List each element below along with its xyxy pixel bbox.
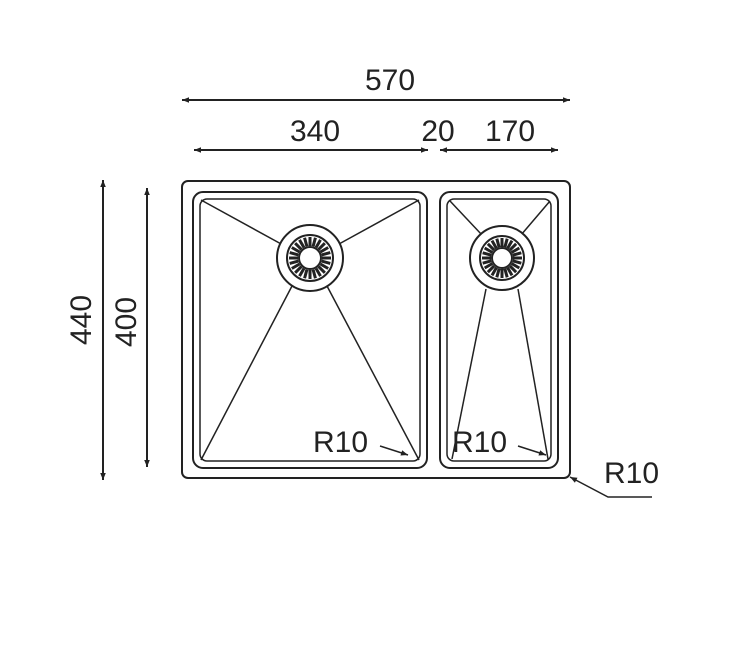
left-drain-icon [276, 224, 344, 292]
dimension-label-170: 170 [485, 115, 535, 148]
dimension-label-570: 570 [365, 64, 415, 97]
radius-callout-right: R10 [452, 426, 547, 459]
dimension-label-20: 20 [421, 115, 454, 148]
dimension-overall-width: 570 [182, 64, 570, 103]
left-bowl [192, 191, 428, 469]
dimension-label-440: 440 [65, 295, 98, 345]
dimension-right-bowl-width: 170 [440, 115, 558, 153]
sink-outer-outline [181, 180, 571, 479]
right-bowl [439, 191, 559, 469]
dimension-label-400: 400 [110, 297, 143, 347]
dimension-overall-depth: 440 [65, 180, 106, 480]
dimension-label-340: 340 [290, 115, 340, 148]
radius-callout-outer: R10 [569, 457, 659, 498]
radius-callout-left: R10 [313, 426, 409, 459]
svg-text:R10: R10 [604, 457, 659, 490]
right-drain-icon [469, 225, 535, 291]
svg-text:R10: R10 [452, 426, 507, 459]
svg-text:R10: R10 [313, 426, 368, 459]
dimension-left-bowl-width: 340 [194, 115, 428, 153]
dimension-bowl-depth: 400 [110, 188, 150, 467]
